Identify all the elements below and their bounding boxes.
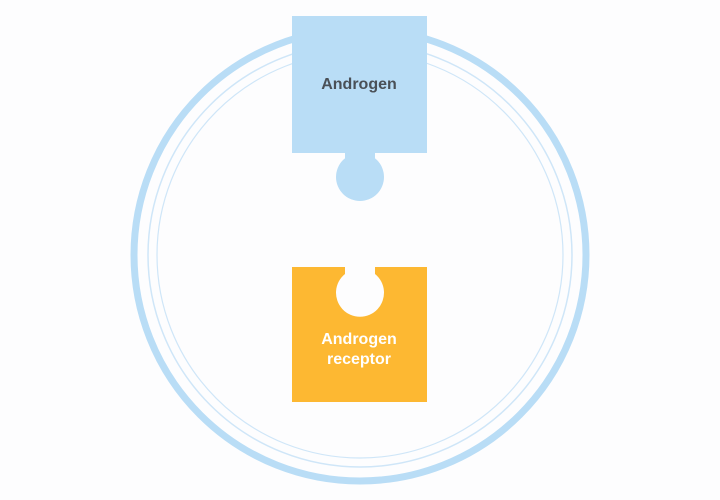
androgen-receptor-label-line1: Androgen	[321, 331, 397, 348]
androgen-receptor-label-line2: receptor	[327, 351, 391, 368]
androgen-piece-knob	[336, 153, 384, 201]
androgen-piece-body	[292, 16, 427, 153]
androgen-receptor-piece-body	[292, 267, 427, 402]
androgen-label: Androgen	[321, 76, 397, 93]
androgen-receptor-piece: Androgen receptor	[292, 267, 427, 402]
androgen-piece: Androgen	[292, 16, 427, 201]
